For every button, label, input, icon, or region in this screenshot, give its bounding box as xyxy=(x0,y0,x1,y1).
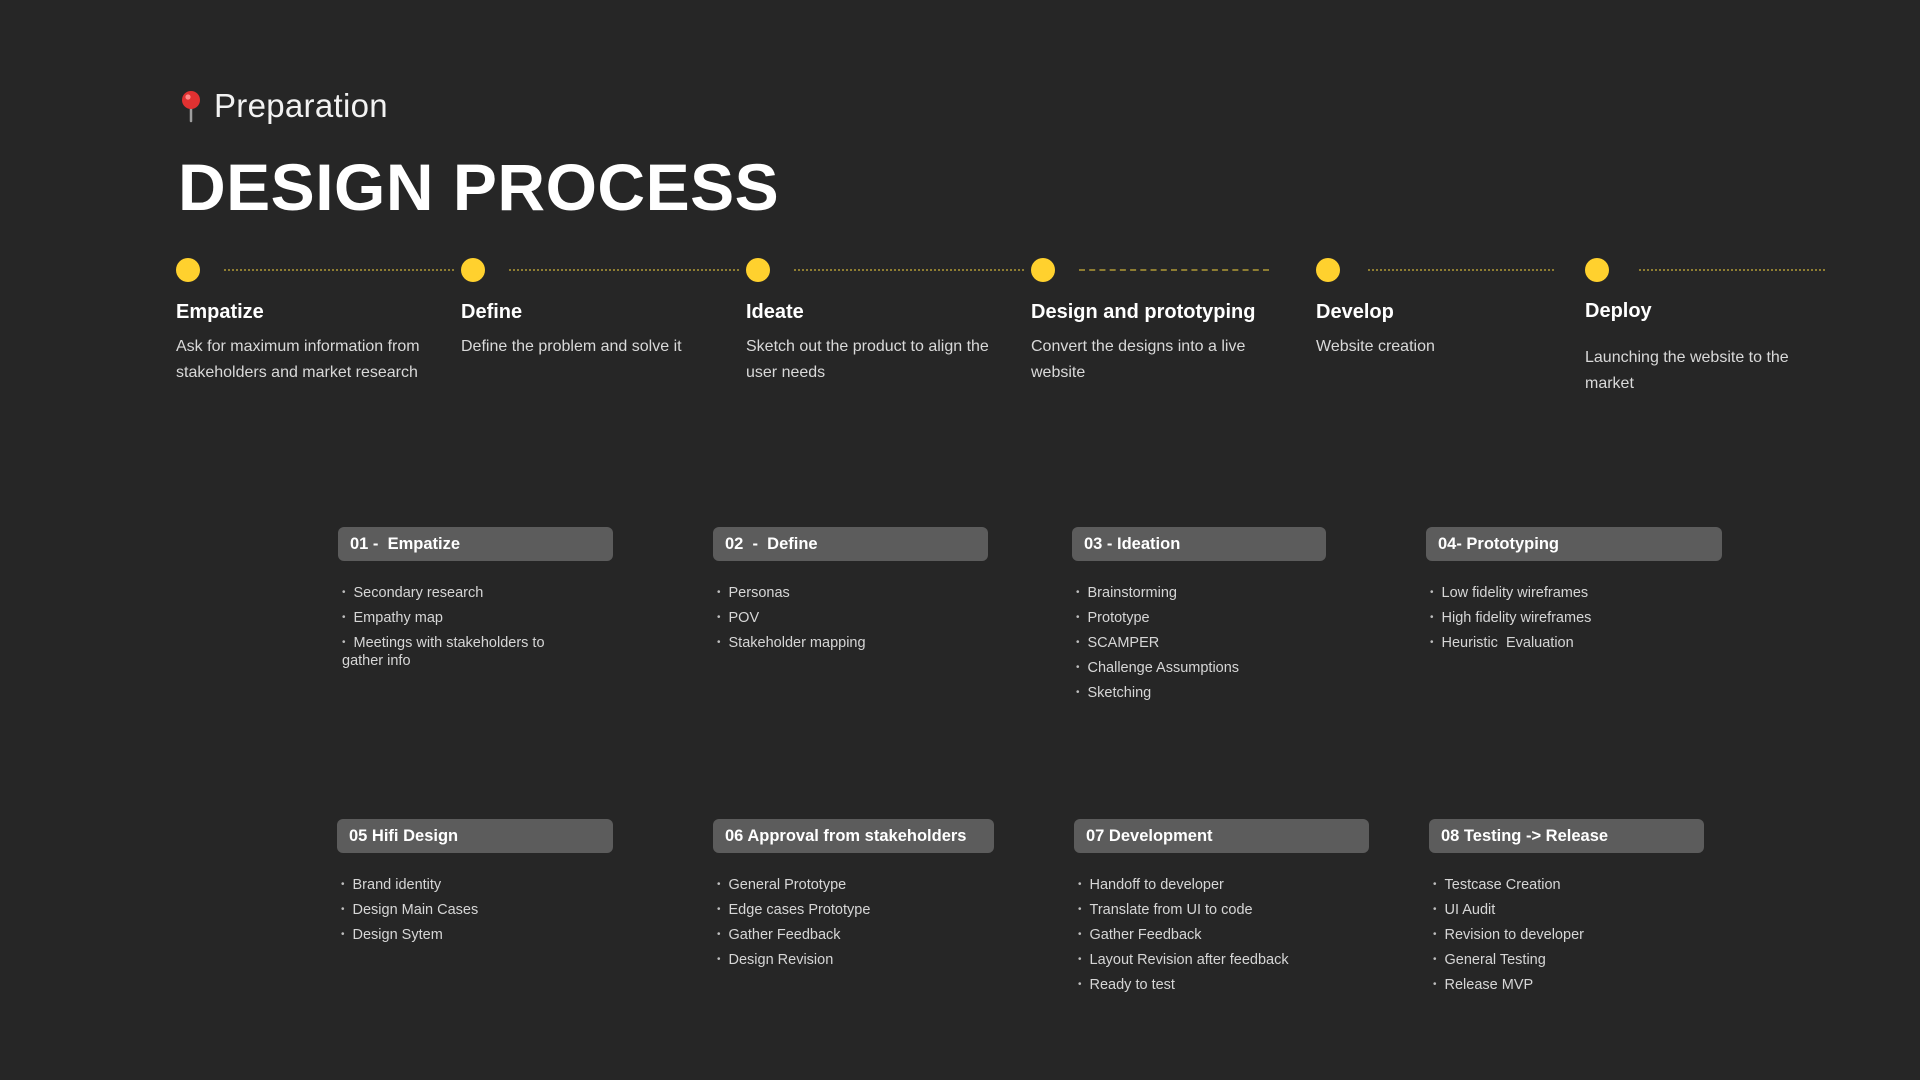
list-item: Design Main Cases xyxy=(341,902,613,920)
list-item: Challenge Assumptions xyxy=(1076,660,1326,678)
timeline-connector xyxy=(794,269,1024,271)
list-item: Empathy map xyxy=(342,610,613,628)
list-item: Handoff to developer xyxy=(1078,877,1369,895)
step-card-02: 02 - Define Personas POV Stakeholder map… xyxy=(713,527,988,660)
step-list: Low fidelity wireframes High fidelity wi… xyxy=(1426,585,1722,653)
list-item: Sketching xyxy=(1076,685,1326,703)
step-list: Personas POV Stakeholder mapping xyxy=(713,585,988,653)
timeline-dot xyxy=(1031,258,1055,282)
step-list: Testcase Creation UI Audit Revision to d… xyxy=(1429,877,1704,995)
timeline-connector xyxy=(509,269,739,271)
list-item: Testcase Creation xyxy=(1433,877,1704,895)
step-card-05: 05 Hifi Design Brand identity Design Mai… xyxy=(337,819,613,952)
stage-description: Convert the designs into a live website xyxy=(1031,338,1246,381)
timeline-connector xyxy=(1639,269,1825,271)
list-item: SCAMPER xyxy=(1076,635,1326,653)
step-card-06: 06 Approval from stakeholders General Pr… xyxy=(713,819,994,977)
step-card-07: 07 Development Handoff to developer Tran… xyxy=(1074,819,1369,1002)
stage-name: Develop xyxy=(1316,301,1394,323)
timeline-connector xyxy=(1079,269,1269,271)
list-item: Brainstorming xyxy=(1076,585,1326,603)
stage-description: Launching the website to the market xyxy=(1585,349,1789,392)
stage-name: Ideate xyxy=(746,301,804,323)
step-list: Brand identity Design Main Cases Design … xyxy=(337,877,613,945)
step-title: 01 - Empatize xyxy=(338,527,613,561)
list-item: Gather Feedback xyxy=(717,927,994,945)
step-title: 02 - Define xyxy=(713,527,988,561)
list-item: Design Sytem xyxy=(341,927,613,945)
step-list: Handoff to developer Translate from UI t… xyxy=(1074,877,1369,995)
stage-name: Empatize xyxy=(176,301,264,323)
step-title: 06 Approval from stakeholders xyxy=(713,819,994,853)
timeline-connector xyxy=(1368,269,1554,271)
step-card-03: 03 - Ideation Brainstorming Prototype SC… xyxy=(1072,527,1326,710)
list-item: Revision to developer xyxy=(1433,927,1704,945)
list-item: UI Audit xyxy=(1433,902,1704,920)
list-item: Translate from UI to code xyxy=(1078,902,1369,920)
timeline-dot xyxy=(461,258,485,282)
stage-name: Define xyxy=(461,301,523,323)
list-item: Gather Feedback xyxy=(1078,927,1369,945)
list-item: High fidelity wireframes xyxy=(1430,610,1722,628)
list-item: Heuristic Evaluation xyxy=(1430,635,1722,653)
list-item: Design Revision xyxy=(717,952,994,970)
step-title: 03 - Ideation xyxy=(1072,527,1326,561)
list-item: Ready to test xyxy=(1078,977,1369,995)
list-item: Layout Revision after feedback xyxy=(1078,952,1369,970)
list-item: POV xyxy=(717,610,988,628)
stage-description: Website creation xyxy=(1316,338,1435,355)
step-title: 05 Hifi Design xyxy=(337,819,613,853)
stage-description: Sketch out the product to align the user… xyxy=(746,338,989,381)
timeline-dot xyxy=(176,258,200,282)
step-card-08: 08 Testing -> Release Testcase Creation … xyxy=(1429,819,1704,1002)
step-card-01: 01 - Empatize Secondary research Empathy… xyxy=(338,527,613,677)
step-list: Secondary research Empathy map Meetings … xyxy=(338,585,613,670)
step-card-04: 04- Prototyping Low fidelity wireframes … xyxy=(1426,527,1722,660)
step-list: Brainstorming Prototype SCAMPER Challeng… xyxy=(1072,585,1326,703)
step-title: 08 Testing -> Release xyxy=(1429,819,1704,853)
list-item: Personas xyxy=(717,585,988,603)
step-title: 04- Prototyping xyxy=(1426,527,1722,561)
timeline-dot xyxy=(1585,258,1609,282)
page-title: DESIGN PROCESS xyxy=(178,150,780,224)
pin-icon xyxy=(178,89,204,123)
timeline-dot xyxy=(1316,258,1340,282)
header: Preparation DESIGN PROCESS xyxy=(178,86,779,220)
list-item: Stakeholder mapping xyxy=(717,635,988,653)
list-item: General Prototype xyxy=(717,877,994,895)
list-item: Meetings with stakeholders to gather inf… xyxy=(342,635,577,670)
stage-name: Design and prototyping xyxy=(1031,301,1256,323)
section-label: Preparation xyxy=(178,86,779,126)
section-subtitle: Preparation xyxy=(214,87,388,124)
step-title: 07 Development xyxy=(1074,819,1369,853)
timeline-dot xyxy=(746,258,770,282)
timeline-connector xyxy=(224,269,454,271)
list-item: Prototype xyxy=(1076,610,1326,628)
stage-description: Ask for maximum information from stakeho… xyxy=(176,338,420,381)
list-item: Brand identity xyxy=(341,877,613,895)
stage-description: Define the problem and solve it xyxy=(461,338,682,355)
list-item: Release MVP xyxy=(1433,977,1704,995)
list-item: Low fidelity wireframes xyxy=(1430,585,1722,603)
list-item: General Testing xyxy=(1433,952,1704,970)
list-item: Secondary research xyxy=(342,585,613,603)
stage-name: Deploy xyxy=(1585,300,1652,322)
list-item: Edge cases Prototype xyxy=(717,902,994,920)
step-list: General Prototype Edge cases Prototype G… xyxy=(713,877,994,970)
